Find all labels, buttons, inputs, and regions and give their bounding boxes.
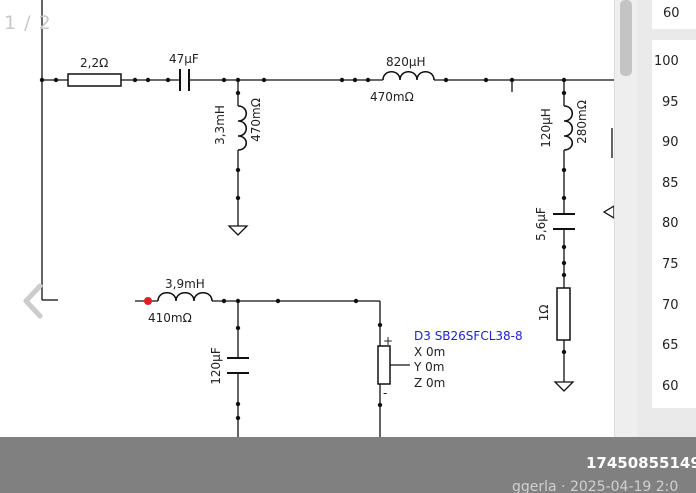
scrollbar-thumb[interactable]	[620, 0, 632, 76]
inductor-shunt1-dcr-label: 470mΩ	[249, 98, 263, 142]
chevron-left-icon	[23, 283, 43, 319]
image-caption-bar: 17450855149 ggerla · 2025-04-19 2:0	[0, 437, 696, 493]
chart-tick: 95	[662, 94, 679, 110]
resistor-r1[interactable]	[67, 73, 122, 87]
chart-tick: 70	[662, 297, 679, 313]
wires	[41, 0, 614, 437]
caption-subtitle: ggerla · 2025-04-19 2:0	[512, 479, 679, 493]
junction-dots	[39, 77, 567, 421]
resistor-r2[interactable]	[556, 287, 571, 341]
ground-symbol-partial	[602, 205, 614, 219]
driver-plus-sign: +	[383, 334, 393, 348]
driver-z-offset: Z 0m	[414, 376, 445, 390]
previous-image-button[interactable]	[20, 282, 46, 320]
driver-name: D3 SB26SFCL38-8	[414, 329, 523, 343]
chart-tick: 60	[662, 378, 679, 394]
ground-symbol	[228, 219, 248, 236]
inductor-lower[interactable]	[157, 291, 213, 302]
vertical-scrollbar[interactable]	[614, 0, 638, 437]
capacitor-c3-label: 120µF	[209, 347, 223, 385]
capacitor-c1[interactable]	[179, 69, 190, 91]
resistor-r2-label: 1Ω	[537, 305, 551, 322]
capacitor-c3[interactable]	[227, 357, 249, 374]
chart-tick: 75	[662, 257, 679, 272]
driver-minus-sign: -	[383, 386, 387, 400]
inductor-shunt1[interactable]	[237, 105, 248, 151]
inductor-shunt1-label: 3,3mH	[213, 105, 227, 145]
inductor-shunt2-label: 120µH	[539, 108, 553, 148]
capacitor-c2[interactable]	[553, 213, 575, 230]
chart-tick: 85	[662, 175, 679, 191]
chart-tick: 65	[662, 338, 679, 354]
chart-tick: 80	[662, 216, 679, 232]
crossover-schematic: 2,2Ω 47µF 820µH 470mΩ 3,3mH 470mΩ 120µH …	[39, 0, 614, 437]
page-indicator: 1 / 2	[4, 12, 52, 34]
driver-symbol[interactable]	[377, 345, 391, 385]
ground-symbol	[554, 375, 574, 392]
inductor-top-label: 820µH	[386, 55, 426, 69]
inductor-top[interactable]	[382, 70, 435, 81]
chart-card-top: 60 2	[652, 0, 696, 29]
capacitor-c2-label: 5,6µF	[534, 207, 548, 241]
capacitor-c1-label: 47µF	[169, 52, 199, 66]
probe-marker[interactable]	[144, 297, 152, 305]
inductor-shunt2[interactable]	[563, 105, 574, 151]
caption-title: 17450855149	[586, 454, 696, 472]
driver-y-offset: Y 0m	[413, 360, 444, 374]
inductor-lower-label: 3,9mH	[165, 277, 205, 291]
chart-tick: 60	[663, 6, 680, 21]
chart-tick: 100	[654, 54, 679, 69]
inductor-lower-dcr-label: 410mΩ	[148, 311, 192, 325]
resistor-r1-label: 2,2Ω	[80, 56, 108, 70]
inductor-shunt2-dcr-label: 280mΩ	[575, 100, 589, 144]
inductor-top-dcr-label: 470mΩ	[370, 90, 414, 104]
driver-x-offset: X 0m	[414, 345, 445, 359]
chart-tick: 90	[662, 135, 679, 151]
